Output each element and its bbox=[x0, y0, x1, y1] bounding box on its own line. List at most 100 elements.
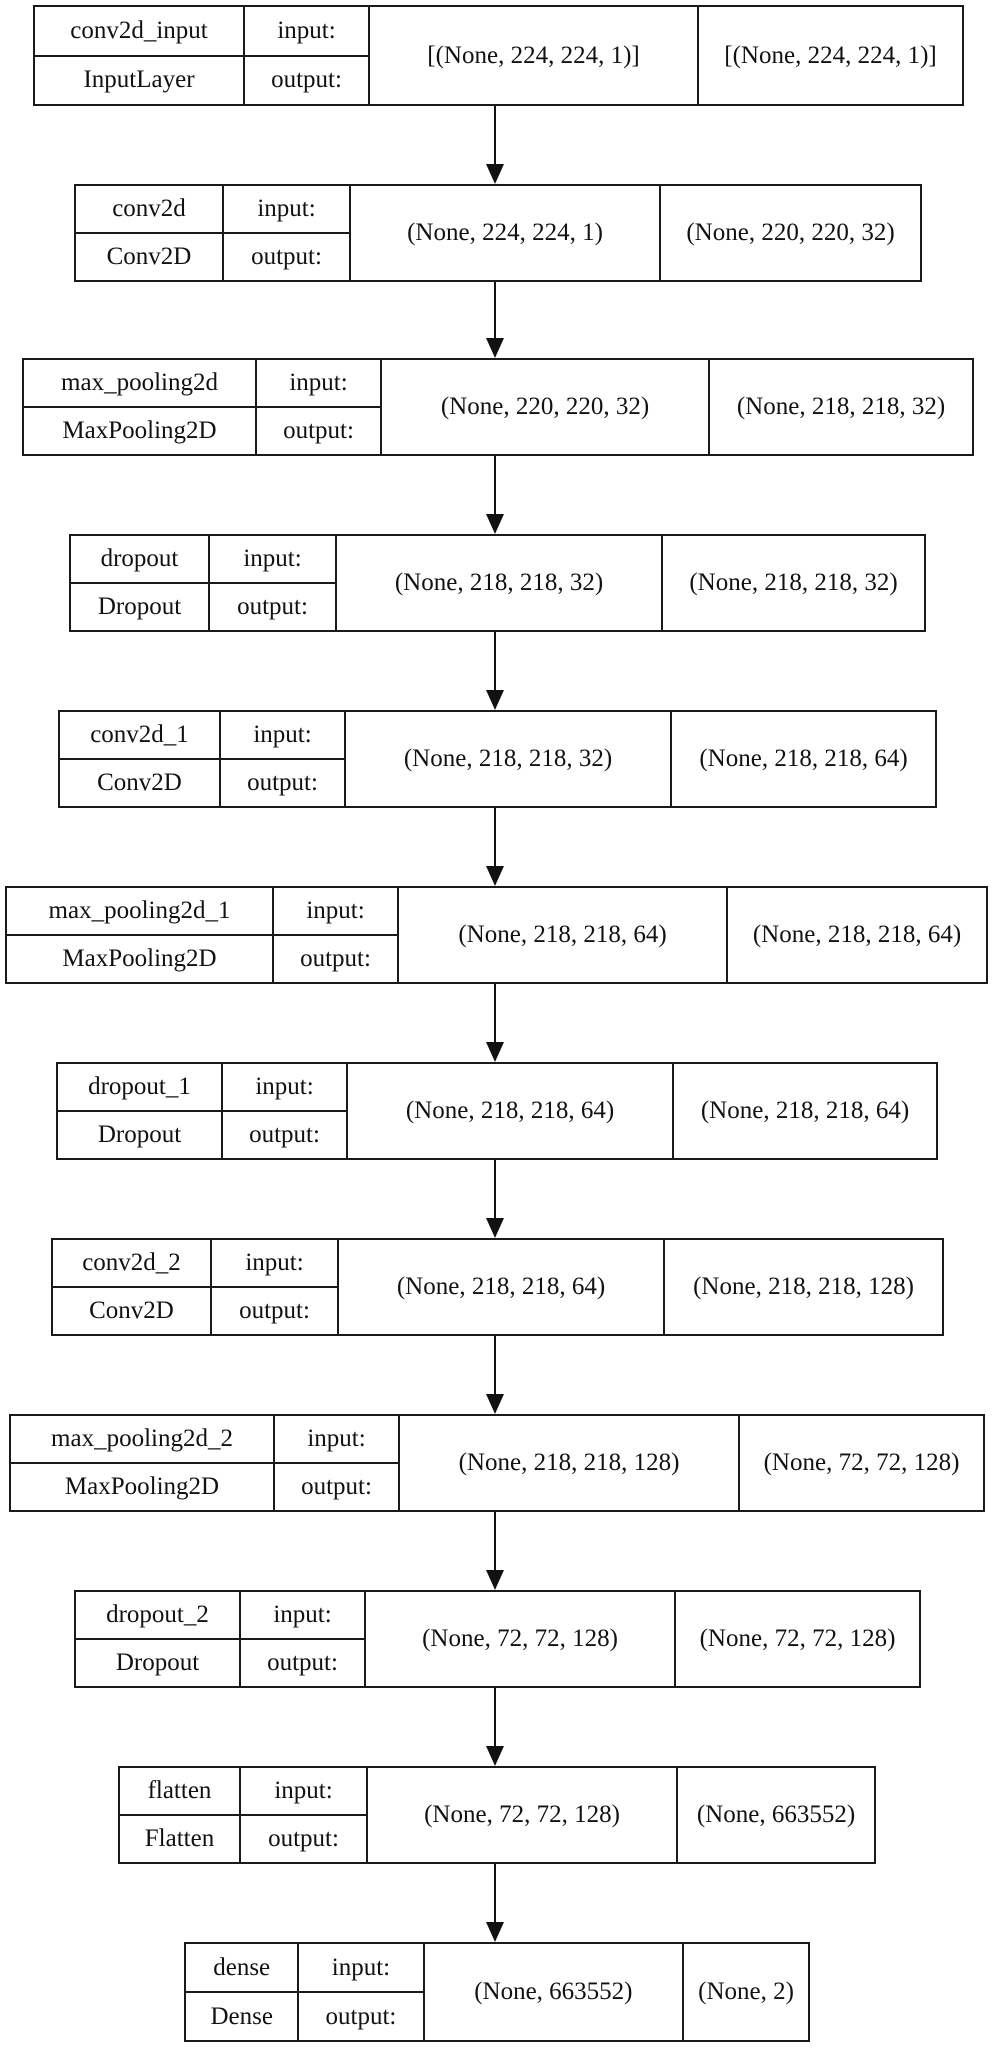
io-labels: input: output: bbox=[241, 1768, 368, 1862]
layer-node: flatten Flatten input: output: (None, 72… bbox=[118, 1766, 876, 1864]
layer-identity: dropout Dropout bbox=[71, 536, 210, 630]
layer-node: conv2d_2 Conv2D input: output: (None, 21… bbox=[51, 1238, 944, 1336]
flow-arrow bbox=[485, 1160, 505, 1238]
layer-class: MaxPooling2D bbox=[11, 1462, 273, 1510]
layer-identity: dense Dense bbox=[186, 1944, 300, 2040]
layer-class: InputLayer bbox=[35, 54, 243, 105]
layer-name: conv2d_input bbox=[70, 16, 208, 44]
layer-node: conv2d_input InputLayer input: output: [… bbox=[33, 5, 964, 106]
io-labels: input: output: bbox=[212, 1240, 339, 1334]
layer-node: conv2d_1 Conv2D input: output: (None, 21… bbox=[58, 710, 937, 808]
output-shape: (None, 218, 218, 32) bbox=[689, 569, 898, 596]
input-shape: (None, 72, 72, 128) bbox=[366, 1592, 676, 1686]
flow-arrow bbox=[485, 984, 505, 1062]
layer-name: flatten bbox=[147, 1777, 212, 1804]
layer-identity: dropout_1 Dropout bbox=[58, 1064, 223, 1158]
output-shape: (None, 220, 220, 32) bbox=[686, 219, 895, 246]
output-label: output: bbox=[275, 1462, 398, 1510]
input-label: input: bbox=[257, 195, 316, 222]
layer-node: conv2d Conv2D input: output: (None, 224,… bbox=[74, 184, 922, 282]
flow-arrow bbox=[485, 1864, 505, 1942]
input-label: input: bbox=[307, 1425, 366, 1452]
input-shape: (None, 72, 72, 128) bbox=[368, 1768, 678, 1862]
layer-identity: flatten Flatten bbox=[120, 1768, 241, 1862]
io-labels: input: output: bbox=[299, 1944, 425, 2040]
layer-node: dense Dense input: output: (None, 663552… bbox=[184, 1942, 810, 2042]
input-label: input: bbox=[331, 1953, 391, 1981]
output-shape: (None, 218, 218, 64) bbox=[752, 921, 962, 948]
output-shape: (None, 72, 72, 128) bbox=[763, 1449, 960, 1476]
output-label: output: bbox=[224, 232, 349, 280]
io-labels: input: output: bbox=[223, 1064, 348, 1158]
input-label: input: bbox=[277, 16, 336, 44]
layer-class: Conv2D bbox=[76, 232, 222, 280]
io-labels: input: output: bbox=[221, 712, 346, 806]
output-shape: (None, 72, 72, 128) bbox=[699, 1625, 896, 1652]
input-label: input: bbox=[245, 1249, 304, 1276]
layer-name: max_pooling2d_1 bbox=[48, 897, 231, 924]
layer-class: Dropout bbox=[58, 1110, 221, 1158]
layer-node: dropout Dropout input: output: (None, 21… bbox=[69, 534, 926, 632]
layer-node: max_pooling2d_1 MaxPooling2D input: outp… bbox=[5, 886, 988, 984]
layer-identity: conv2d_2 Conv2D bbox=[53, 1240, 212, 1334]
output-shape: (None, 218, 218, 64) bbox=[699, 745, 908, 772]
layer-name: dropout bbox=[100, 545, 179, 572]
input-label: input: bbox=[273, 1601, 332, 1628]
output-label: output: bbox=[221, 758, 344, 806]
output-label: output: bbox=[245, 54, 368, 105]
input-shape: (None, 220, 220, 32) bbox=[382, 360, 710, 454]
input-shape: (None, 218, 218, 32) bbox=[337, 536, 663, 630]
output-label: output: bbox=[274, 934, 397, 982]
layer-class: Conv2D bbox=[53, 1286, 210, 1334]
layer-class: MaxPooling2D bbox=[7, 934, 272, 982]
input-shape: (None, 218, 218, 64) bbox=[348, 1064, 674, 1158]
layer-class: Dropout bbox=[76, 1638, 239, 1686]
input-shape: (None, 663552) bbox=[425, 1944, 685, 2040]
input-label: input: bbox=[289, 369, 348, 396]
input-label: input: bbox=[306, 897, 365, 924]
output-shape: (None, 218, 218, 32) bbox=[736, 393, 946, 420]
output-label: output: bbox=[241, 1814, 366, 1862]
io-labels: input: output: bbox=[241, 1592, 366, 1686]
output-shape: (None, 2) bbox=[698, 1978, 794, 2005]
io-labels: input: output: bbox=[274, 888, 399, 982]
flow-arrow bbox=[485, 456, 505, 534]
layer-name: conv2d_2 bbox=[82, 1249, 181, 1276]
output-shape: (None, 663552) bbox=[696, 1801, 856, 1828]
layer-identity: conv2d_1 Conv2D bbox=[60, 712, 221, 806]
output-label: output: bbox=[223, 1110, 346, 1158]
layer-class: Dropout bbox=[71, 582, 208, 630]
io-labels: input: output: bbox=[257, 360, 382, 454]
flow-arrow bbox=[485, 808, 505, 886]
input-shape: (None, 218, 218, 64) bbox=[399, 888, 728, 982]
layer-identity: max_pooling2d MaxPooling2D bbox=[24, 360, 257, 454]
layer-name: conv2d bbox=[112, 195, 186, 222]
flow-arrow bbox=[485, 1688, 505, 1766]
output-label: output: bbox=[210, 582, 335, 630]
layer-name: dropout_1 bbox=[88, 1073, 191, 1100]
flow-arrow bbox=[485, 1336, 505, 1414]
layer-class: Dense bbox=[186, 1991, 298, 2040]
layer-name: max_pooling2d_2 bbox=[51, 1425, 233, 1452]
input-shape: [(None, 224, 224, 1)] bbox=[370, 7, 699, 104]
input-shape: (None, 224, 224, 1) bbox=[351, 186, 661, 280]
layer-identity: max_pooling2d_1 MaxPooling2D bbox=[7, 888, 274, 982]
output-shape: (None, 218, 218, 64) bbox=[700, 1097, 910, 1124]
layer-name: conv2d_1 bbox=[90, 721, 189, 748]
output-shape: (None, 218, 218, 128) bbox=[693, 1273, 914, 1300]
layer-node: max_pooling2d_2 MaxPooling2D input: outp… bbox=[9, 1414, 985, 1512]
io-labels: input: output: bbox=[245, 7, 370, 104]
input-label: input: bbox=[255, 1073, 314, 1100]
input-shape: (None, 218, 218, 128) bbox=[400, 1416, 740, 1510]
io-labels: input: output: bbox=[210, 536, 337, 630]
input-label: input: bbox=[274, 1777, 333, 1804]
io-labels: input: output: bbox=[275, 1416, 400, 1510]
layer-identity: dropout_2 Dropout bbox=[76, 1592, 241, 1686]
layer-identity: max_pooling2d_2 MaxPooling2D bbox=[11, 1416, 275, 1510]
flow-arrow bbox=[485, 282, 505, 358]
input-shape: (None, 218, 218, 64) bbox=[339, 1240, 665, 1334]
input-shape: (None, 218, 218, 32) bbox=[346, 712, 672, 806]
layer-name: dropout_2 bbox=[106, 1601, 209, 1628]
flow-arrow bbox=[485, 106, 505, 184]
